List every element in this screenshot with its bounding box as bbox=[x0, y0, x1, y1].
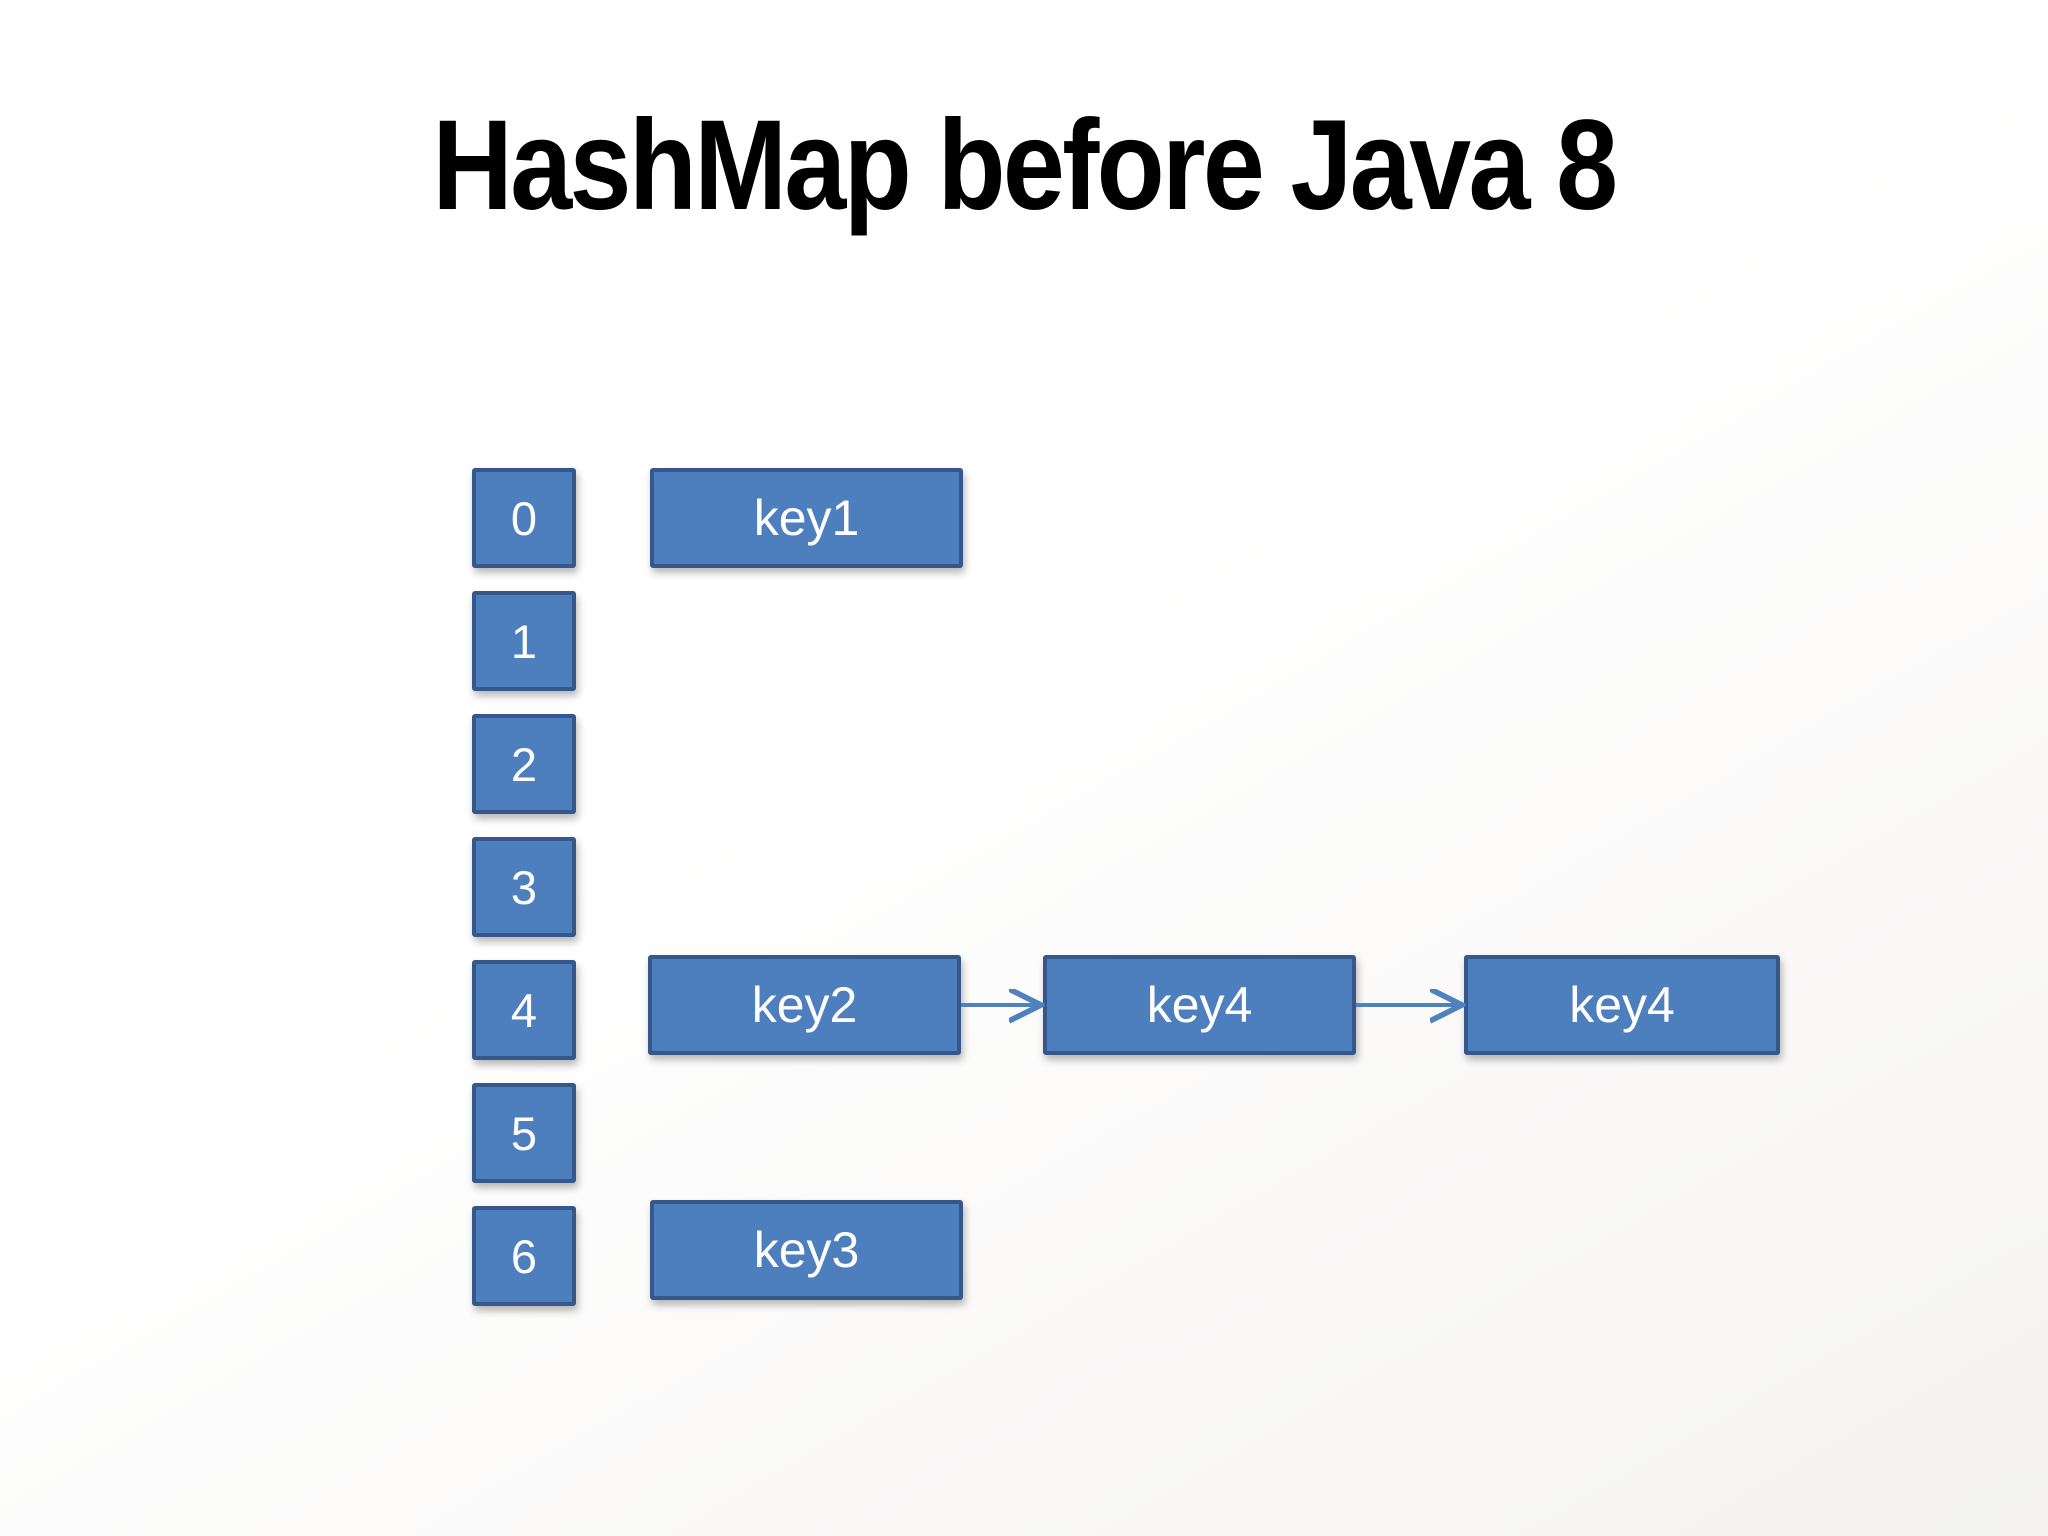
bucket-label-3: 3 bbox=[510, 860, 538, 914]
slide-title: HashMap before Java 8 bbox=[0, 92, 2048, 239]
bucket-box-1: 1 bbox=[472, 591, 576, 691]
node-label-key3: key3 bbox=[753, 1222, 860, 1278]
node-label-key2: key2 bbox=[751, 977, 858, 1033]
bucket-box-2: 2 bbox=[472, 714, 576, 814]
slide-title-text: HashMap before Java 8 bbox=[432, 94, 1618, 237]
bucket-box-6: 6 bbox=[472, 1206, 576, 1306]
node-label-key1: key1 bbox=[753, 490, 860, 546]
node-bucket0-key1: key1 bbox=[650, 468, 963, 568]
bucket-label-6: 6 bbox=[510, 1229, 538, 1283]
bucket-box-4: 4 bbox=[472, 960, 576, 1060]
bucket-box-3: 3 bbox=[472, 837, 576, 937]
node-bucket4-key4-first: key4 bbox=[1043, 955, 1356, 1055]
bucket-label-0: 0 bbox=[510, 491, 538, 545]
node-bucket6-key3: key3 bbox=[650, 1200, 963, 1300]
bucket-label-4: 4 bbox=[510, 983, 538, 1037]
bucket-label-2: 2 bbox=[510, 737, 538, 791]
node-bucket4-key2: key2 bbox=[648, 955, 961, 1055]
bucket-box-0: 0 bbox=[472, 468, 576, 568]
bucket-box-5: 5 bbox=[472, 1083, 576, 1183]
bucket-label-5: 5 bbox=[510, 1106, 538, 1160]
bucket-label-1: 1 bbox=[510, 614, 538, 668]
node-label-key4-second: key4 bbox=[1569, 977, 1675, 1033]
node-bucket4-key4-second: key4 bbox=[1464, 955, 1780, 1055]
node-label-key4-first: key4 bbox=[1146, 977, 1253, 1033]
